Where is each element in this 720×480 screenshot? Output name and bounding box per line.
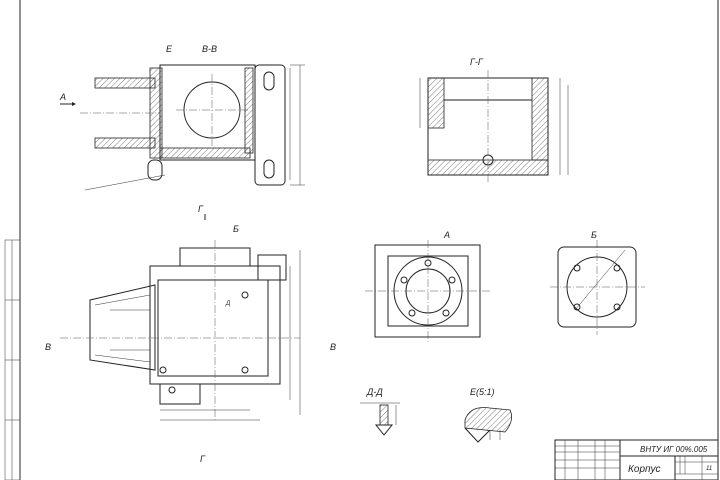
document-code: ВНТУ ИГ 00%.005 [640, 445, 708, 454]
section-d-d: Д-Д [360, 387, 400, 436]
cut-v-right: В [330, 342, 336, 352]
cut-g-bottom: Г [200, 454, 206, 464]
drawing-frame [4, 0, 719, 480]
part-name: Корпус [628, 464, 661, 475]
cut-d-mark: Д [225, 301, 231, 307]
section-v-v: Е В-В А Г [59, 44, 305, 220]
cut-v-left: В [45, 342, 51, 352]
section-vv-label: В-В [202, 44, 217, 54]
sheet-number: 11 [706, 466, 712, 472]
front-view: Б В В Г Д [45, 224, 336, 464]
cut-g-mark: Г [198, 204, 204, 214]
view-a: А [365, 230, 490, 342]
section-gg-label: Г-Г [470, 57, 484, 67]
detail-e-label: Е(5:1) [470, 387, 495, 397]
view-b-arrow-label: Б [233, 224, 239, 234]
section-g-g: Г-Г [419, 57, 569, 182]
detail-e: Е(5:1) [464, 387, 513, 443]
detail-e-mark: Е [166, 44, 173, 54]
view-b-label: Б [591, 230, 597, 240]
view-a-label: А [443, 230, 450, 240]
section-dd-label: Д-Д [366, 387, 383, 397]
title-block: ВНТУ ИГ 00%.005 Корпус 11 [554, 439, 719, 480]
view-b: Б [550, 230, 645, 335]
view-a-arrow-label: А [59, 92, 66, 102]
